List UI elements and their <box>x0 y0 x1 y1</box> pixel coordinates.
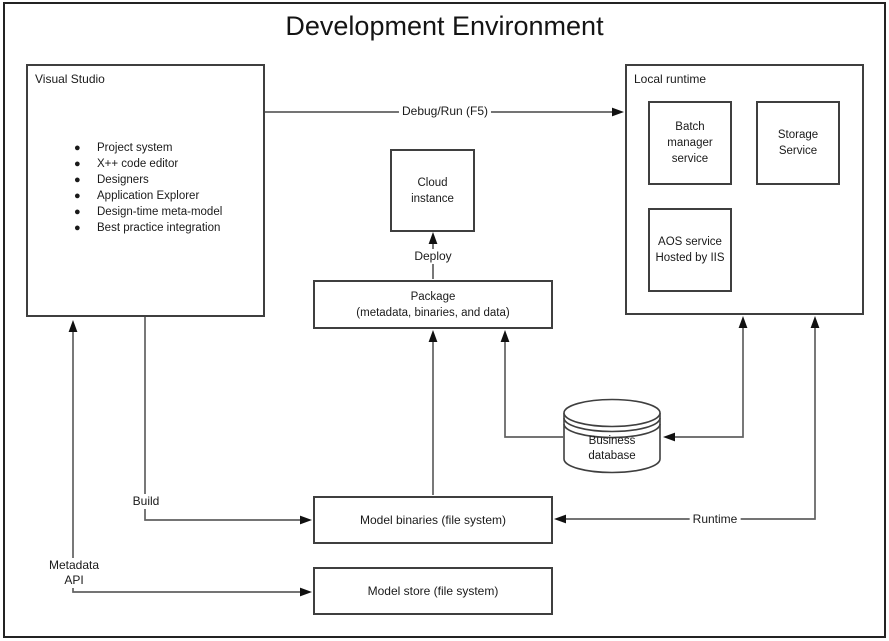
visual-studio-box: Visual Studio ●Project system ●X++ code … <box>26 64 265 317</box>
diagram-title: Development Environment <box>285 11 604 41</box>
local-runtime-label: Local runtime <box>634 72 707 86</box>
connector-binaries-to-package <box>428 330 438 495</box>
storage-service-box: Storage Service <box>756 101 840 185</box>
list-item: ●Best practice integration <box>74 222 221 234</box>
list-item: ●Design-time meta-model <box>74 206 223 218</box>
business-database-label: Business database <box>588 435 636 462</box>
package-subtitle: (metadata, binaries, and data) <box>356 306 510 319</box>
cloud-instance-box: Cloud instance <box>390 149 475 232</box>
bullet-icon: ● <box>74 206 81 218</box>
connector-metadata-api <box>68 320 312 597</box>
model-store-box: Model store (file system) <box>313 567 553 615</box>
visual-studio-label: Visual Studio <box>35 72 105 86</box>
list-item: ●Application Explorer <box>74 190 200 202</box>
local-runtime-box: Local runtime Batch manager service Stor… <box>625 64 864 315</box>
connector-build <box>144 317 312 525</box>
debug-run-edge-label: Debug/Run (F5) <box>398 104 492 119</box>
aos-service-box: AOS service Hosted by IIS <box>648 208 732 292</box>
list-item: ●Project system <box>74 142 173 154</box>
package-title: Package <box>410 290 456 303</box>
model-binaries-box: Model binaries (file system) <box>313 496 553 544</box>
batch-manager-service-box: Batch manager service <box>648 101 732 185</box>
bullet-icon: ● <box>74 222 81 234</box>
bullet-icon: ● <box>74 174 81 186</box>
connector-runtime-database <box>663 316 748 442</box>
build-edge-label: Build <box>129 494 163 509</box>
visual-studio-feature-list: ●Project system ●X++ code editor ●Design… <box>74 140 222 236</box>
deploy-edge-label: Deploy <box>411 249 455 264</box>
runtime-edge-label: Runtime <box>689 512 741 527</box>
connector-runtime-binaries <box>554 316 820 524</box>
list-item: ●X++ code editor <box>74 158 179 170</box>
metadata-api-edge-label: Metadata API <box>45 558 103 588</box>
connector-database-to-package <box>500 330 564 438</box>
package-box: Package (metadata, binaries, and data) <box>313 280 553 329</box>
bullet-icon: ● <box>74 142 81 154</box>
bullet-icon: ● <box>74 190 81 202</box>
bullet-icon: ● <box>74 158 81 170</box>
list-item: ●Designers <box>74 174 149 186</box>
